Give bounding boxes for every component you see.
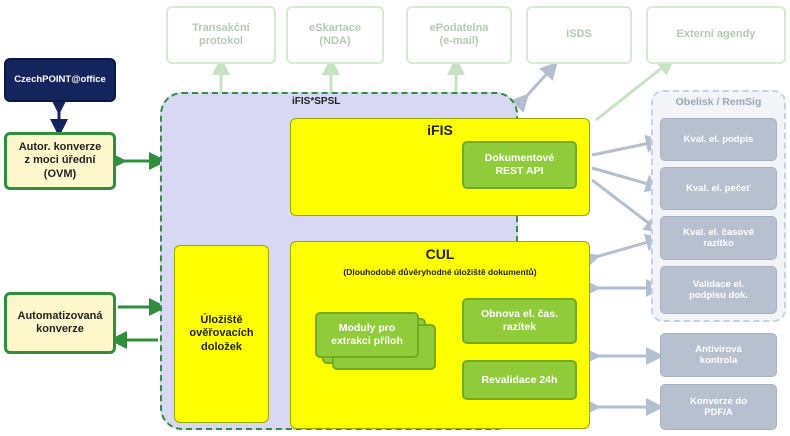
konverze-pdfa: Konverze do PDF/A: [660, 384, 777, 430]
automatizovana-konverze-box: Automatizovaná konverze: [4, 292, 116, 354]
external-transakcni-protokol: Transakční protokol: [166, 6, 276, 64]
antivirova-kontrola: Antivirová kontrola: [660, 333, 777, 377]
external-eskartace: eSkartace (NDA): [286, 6, 384, 64]
external-agendy: Externí agendy: [646, 6, 786, 64]
moduly-box: Moduly pro extrakci příloh: [315, 312, 419, 358]
cul-title: CUL: [425, 246, 455, 262]
arrow-externi: [595, 57, 676, 122]
kval-el-pecet: Kval. el. pečeť: [660, 167, 777, 210]
kval-el-podpis: Kval. el. podpis: [660, 118, 777, 161]
arrow-ifis-podpis: [591, 135, 664, 157]
uloziste-box: Úložiště ověřovacích doložek: [174, 245, 269, 423]
arrow-ifis-razitko: [591, 178, 663, 234]
ifis-spsl-label: iFIS*SPSL: [292, 96, 341, 107]
ifis-title: iFIS: [427, 122, 453, 138]
rest-api-box: Dokumentové REST API: [462, 141, 577, 189]
obelisk-title: Obelisk / RemSig: [675, 96, 762, 108]
kval-el-casove-razitko: Kval. el. časové razítko: [660, 216, 777, 260]
revalidace-box: Revalidace 24h: [462, 360, 577, 400]
external-epodatelna: ePodatelna (e-mail): [406, 6, 512, 64]
arrow-cul-razitko: [580, 233, 664, 270]
cul-subtitle: (Dlouhodobě důvěryhodné úložiště dokumen…: [343, 267, 537, 277]
obnova-box: Obnova el. čas. razítek: [462, 298, 577, 344]
external-isds: ISDS: [526, 6, 632, 64]
autor-konverze-box: Autor. konverze z moci úřední (OVM): [4, 132, 116, 190]
czechpoint-box: CzechPOINT@office: [4, 58, 116, 102]
arrow-isds: [510, 61, 559, 113]
arrow-ifis-pecet: [591, 166, 664, 193]
validace-el-podpisu: Validace el. podpisu dok.: [660, 266, 777, 314]
